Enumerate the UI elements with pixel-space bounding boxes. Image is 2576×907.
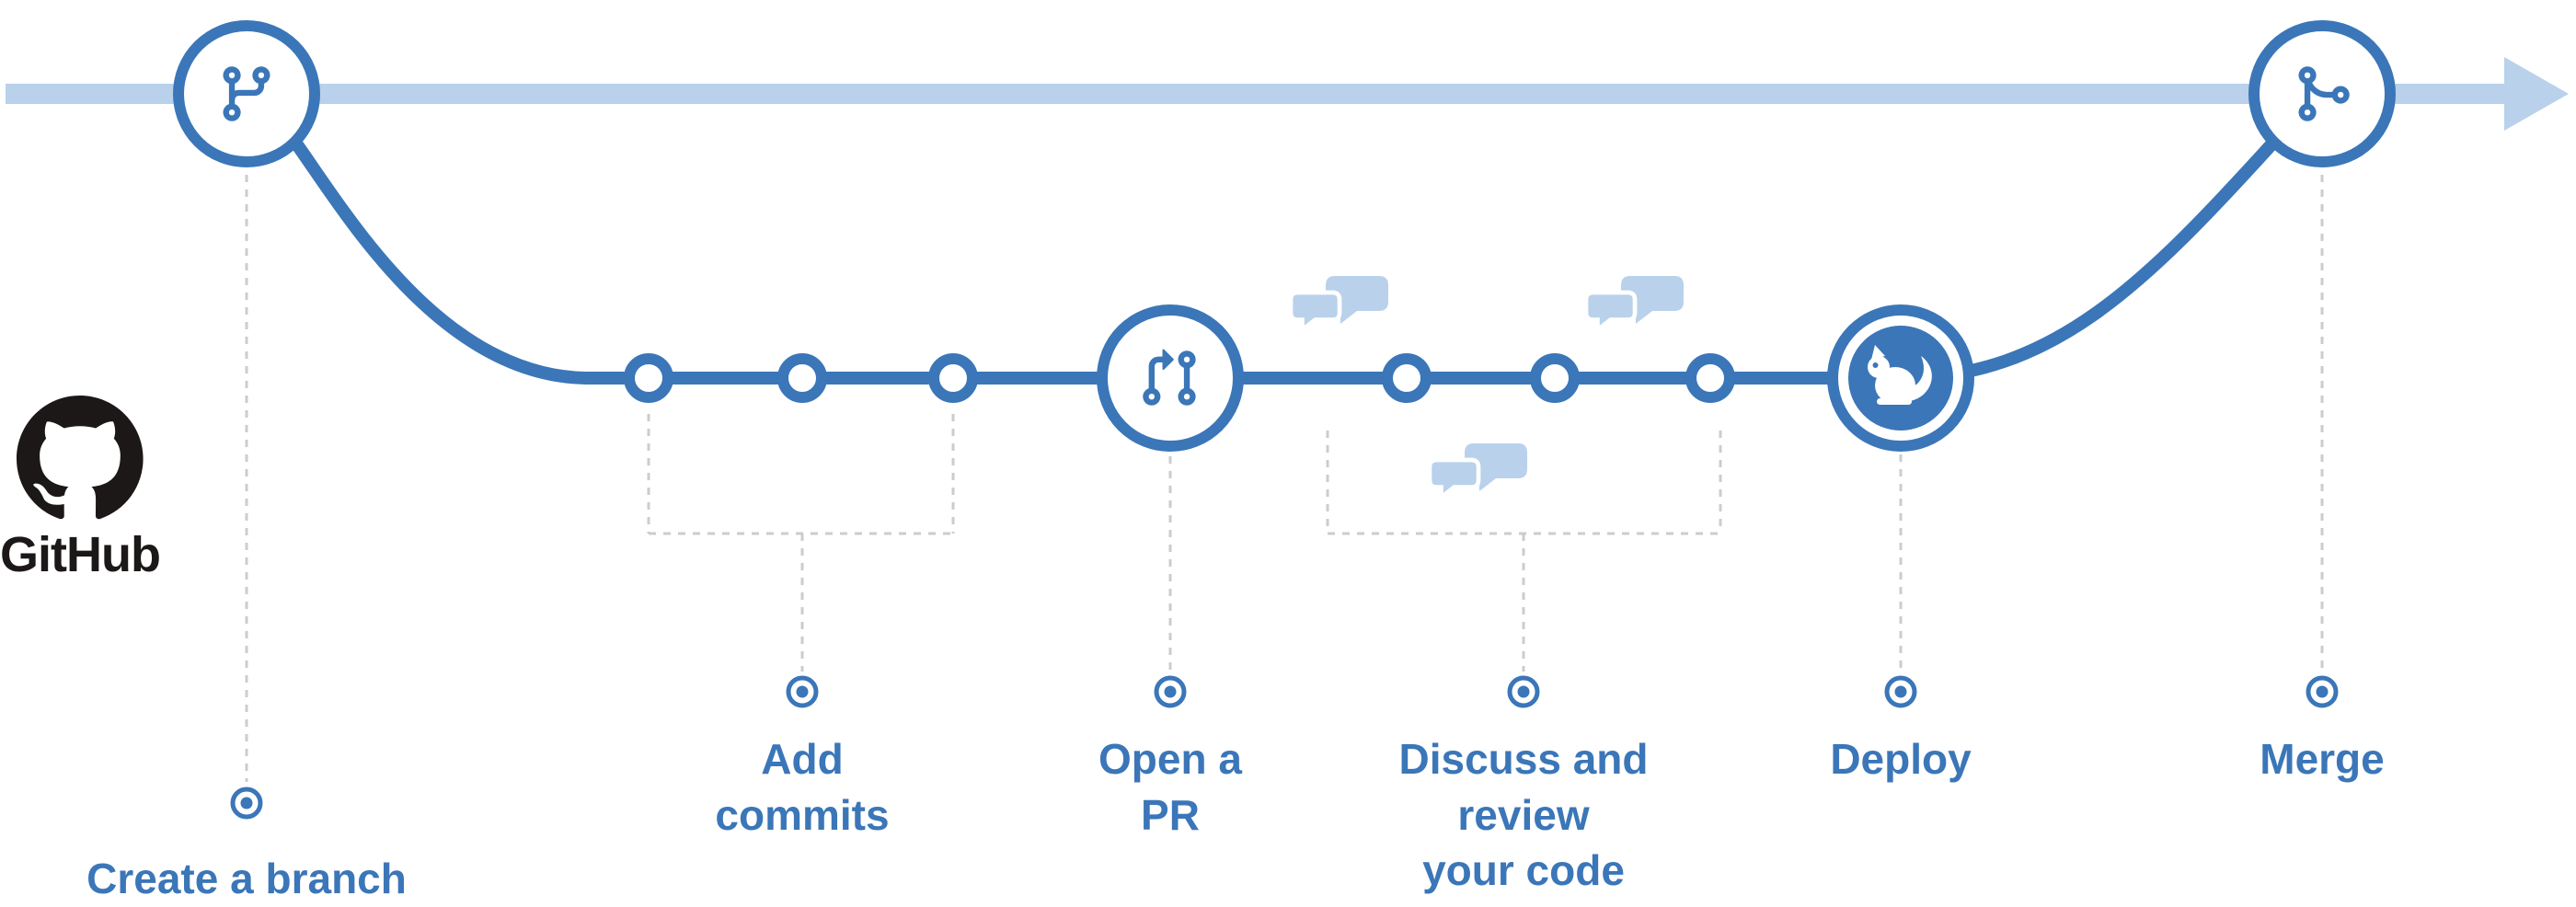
milestone-bullet xyxy=(2306,675,2339,708)
dashed-bracket-discuss xyxy=(1326,431,1722,672)
github-mark-icon xyxy=(16,396,144,520)
feature-branch-path xyxy=(290,137,2279,385)
milestone-bullet xyxy=(1507,675,1540,708)
milestone-bullet xyxy=(1884,675,1917,708)
timeline-arrow-icon xyxy=(2504,57,2569,131)
chat-bubbles-group xyxy=(1288,276,1684,502)
deploy-node xyxy=(1827,304,1974,452)
commit-dot xyxy=(777,353,827,403)
commit-dot xyxy=(624,353,673,403)
pr-circle xyxy=(1097,304,1244,452)
dashed-bracket-add-commits xyxy=(647,414,955,672)
step-label-add-commits: Add commits xyxy=(715,735,890,839)
commit-dot xyxy=(1382,353,1432,403)
merge-node xyxy=(2248,20,2396,167)
chat-bubbles-icon xyxy=(1583,276,1684,335)
commit-dot xyxy=(928,353,978,403)
step-label-open-pr: Open a PR xyxy=(1098,735,1242,839)
milestone-bullet xyxy=(230,786,263,820)
milestone-bullet xyxy=(786,675,819,708)
step-label-deploy: Deploy xyxy=(1830,735,1972,783)
pull-request-node xyxy=(1097,304,1244,452)
commit-dot xyxy=(1685,353,1735,403)
git-branch-icon xyxy=(223,66,270,121)
branch-node xyxy=(173,20,320,167)
commit-dot xyxy=(1530,353,1580,403)
squirrel-icon xyxy=(1868,345,1932,405)
step-label-merge: Merge xyxy=(2260,735,2385,783)
github-wordmark: GitHub xyxy=(0,527,161,582)
chat-bubbles-icon xyxy=(1427,443,1527,502)
git-pull-request-icon xyxy=(1143,349,1196,406)
git-merge-icon xyxy=(2298,66,2350,121)
commit-dots xyxy=(624,353,1735,403)
step-label-discuss-review: Discuss and review your code xyxy=(1398,735,1649,895)
milestone-bullets xyxy=(230,675,2339,820)
milestone-bullet xyxy=(1154,675,1187,708)
step-label-create-branch: Create a branch xyxy=(86,855,407,902)
main-timeline xyxy=(6,57,2569,131)
chat-bubbles-icon xyxy=(1288,276,1388,335)
dashed-connectors xyxy=(245,175,2324,782)
